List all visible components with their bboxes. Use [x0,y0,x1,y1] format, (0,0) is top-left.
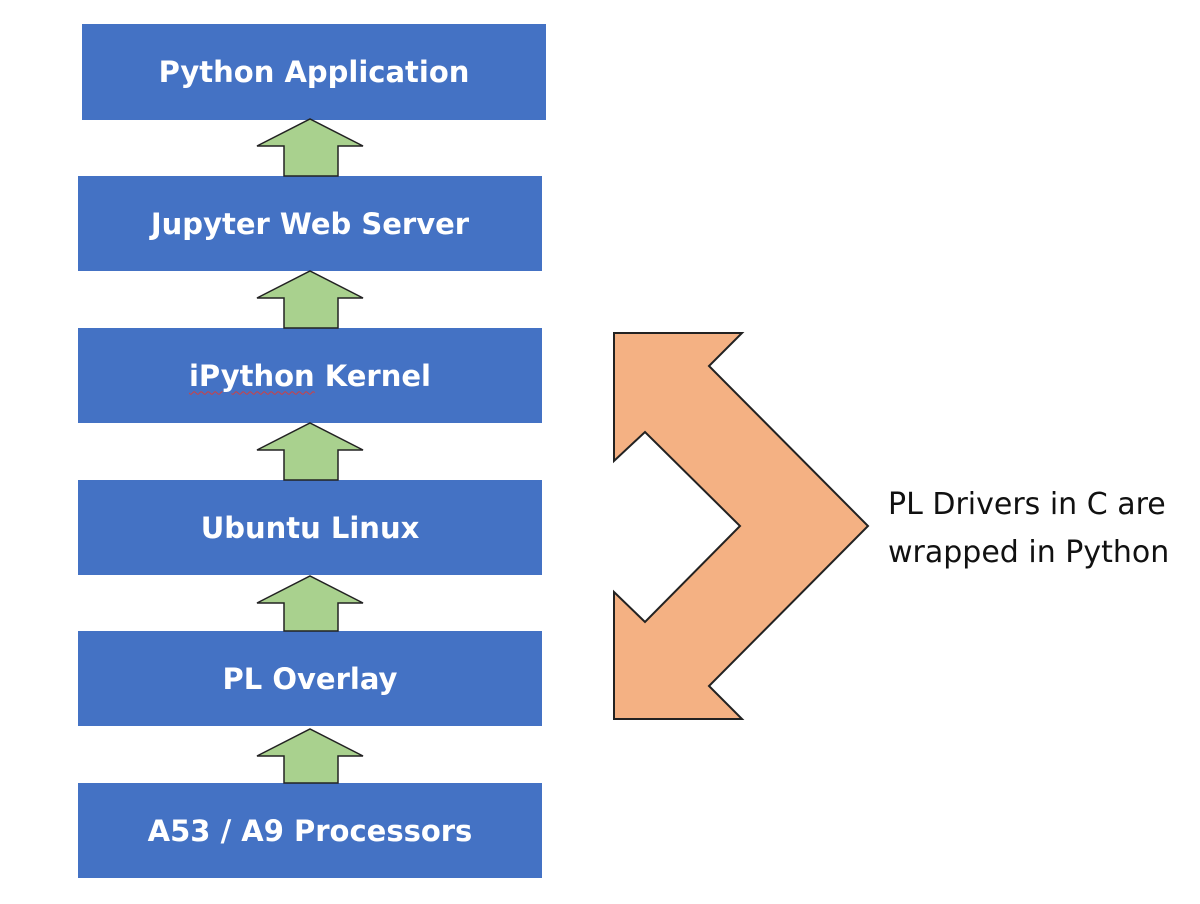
layer-label: Python Application [158,55,470,89]
up-arrow-icon [256,422,364,481]
layer-label: Ubuntu Linux [200,510,420,545]
layer-label-rest: Kernel [314,358,431,393]
up-arrow-icon [256,728,364,784]
layer-jupyter-web-server: Jupyter Web Server [78,176,542,271]
up-arrows [256,118,364,784]
bidirectional-chevron-arrow-icon [613,332,870,720]
layer-python-application: Python Application [82,24,546,120]
misspelled-word: iPython [188,358,315,393]
layer-ubuntu-linux: Ubuntu Linux [78,480,542,575]
up-arrow-icon [256,118,364,177]
up-arrow-icon [256,270,364,329]
driver-note-line-2: wrapped in Python [888,535,1170,570]
layer-label: A53 / A9 Processors [147,813,473,848]
driver-note-line-1: PL Drivers in C are [888,487,1166,522]
layer-pl-overlay: PL Overlay [78,631,542,726]
layer-label: Jupyter Web Server [150,206,470,241]
layer-label: iPython Kernel [189,359,431,393]
layer-label: PL Overlay [222,661,398,696]
layer-ipython-kernel: iPython Kernel [78,328,542,423]
layer-a53-a9-processors: A53 / A9 Processors [78,783,542,878]
up-arrow-icon [256,575,364,632]
driver-note: PL Drivers in C are wrapped in Python [888,481,1198,577]
